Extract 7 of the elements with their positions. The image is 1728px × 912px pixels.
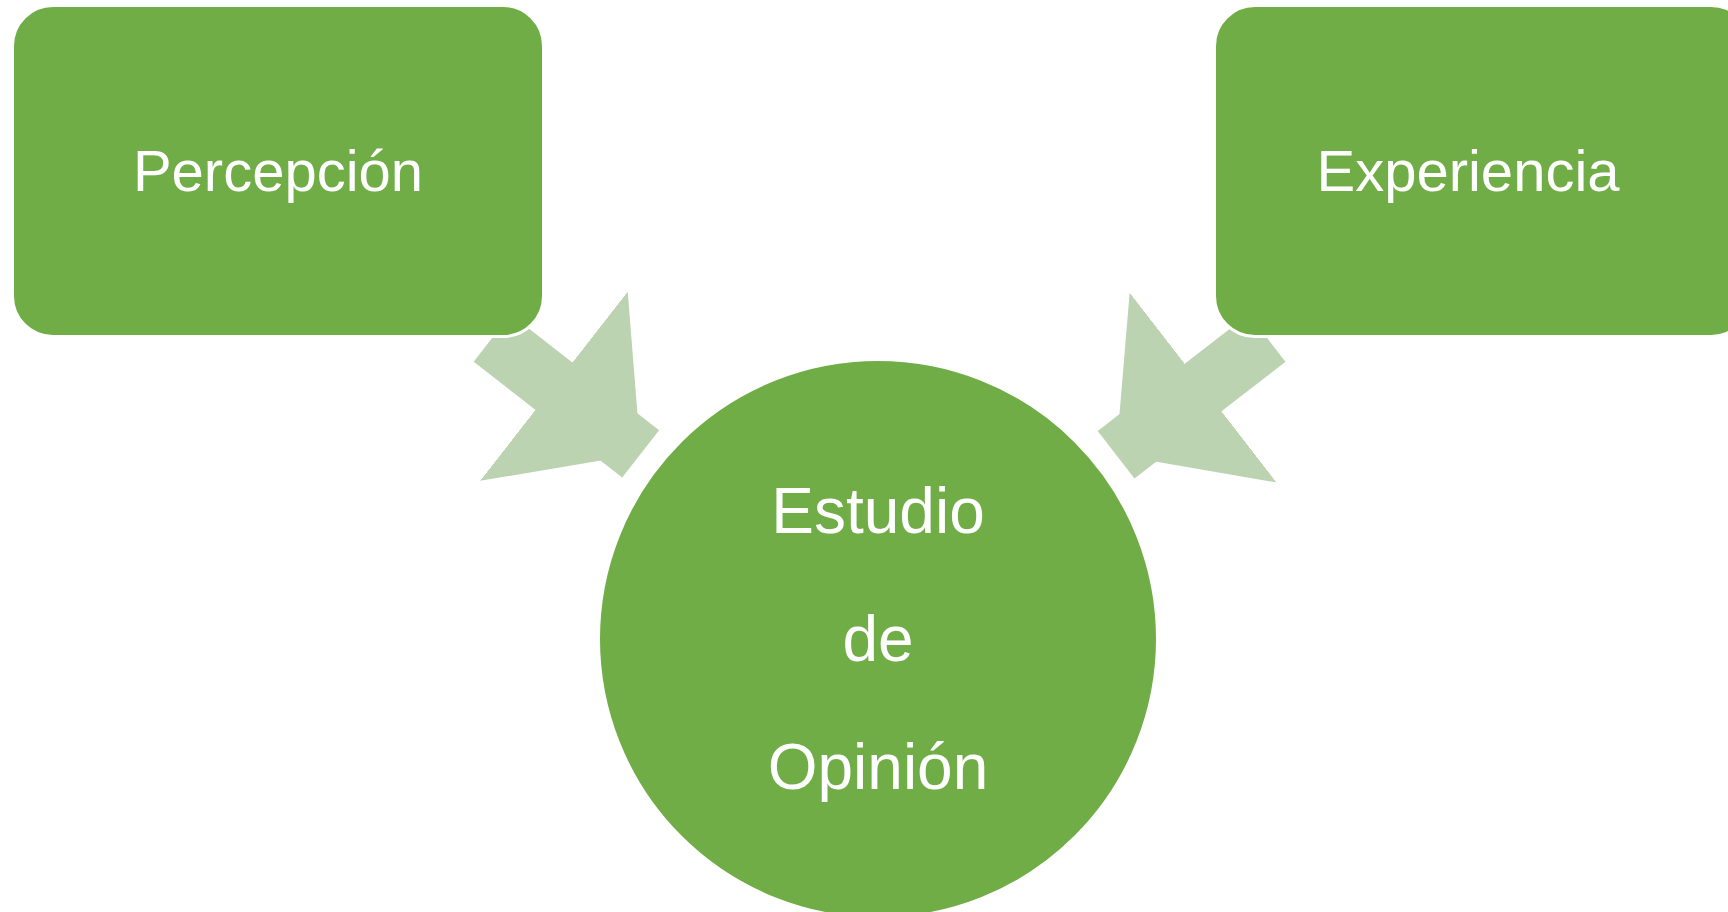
rounded-box: [11, 4, 545, 338]
block-arrow: [473, 291, 660, 481]
node-label: Percepción: [132, 137, 424, 205]
block-arrow: [1097, 292, 1286, 483]
node-label: Experiencia: [1316, 137, 1620, 205]
node-label: Estudio de Opinión: [766, 474, 990, 805]
rounded-box: [1213, 4, 1728, 338]
